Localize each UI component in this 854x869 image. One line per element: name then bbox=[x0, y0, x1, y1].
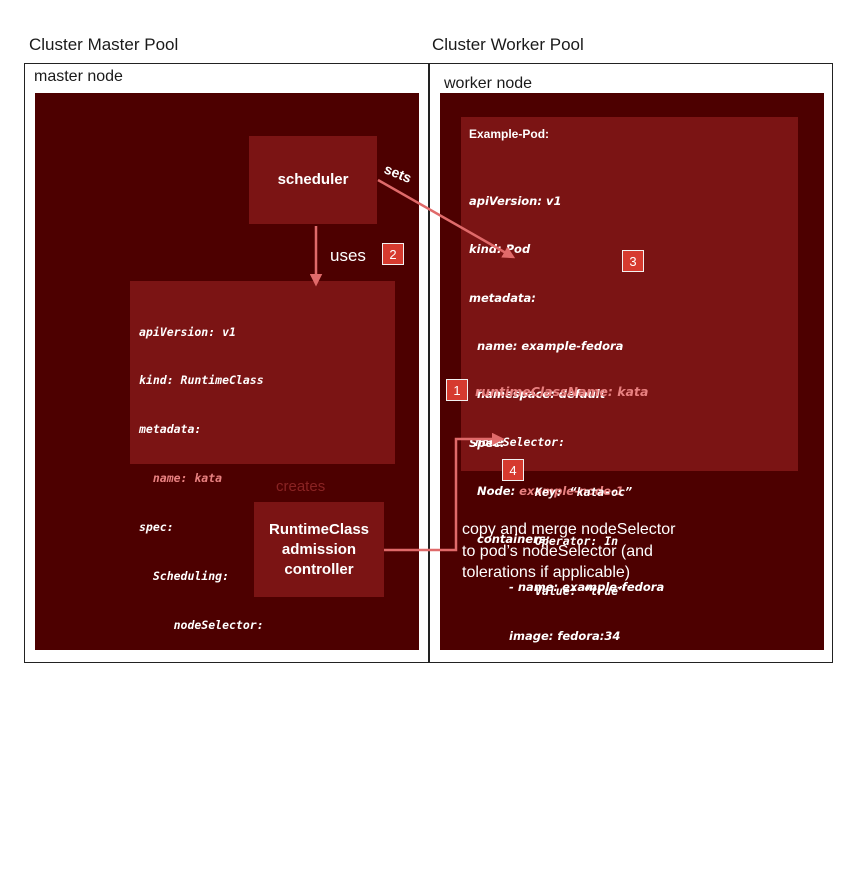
rc-line: kind: RuntimeClass bbox=[139, 373, 264, 388]
runtimeclass-box: apiVersion: v1 kind: RuntimeClass metada… bbox=[130, 281, 395, 779]
rc-line: nodeSelector: bbox=[139, 617, 264, 632]
pod-line: - containerPort: 8080 bbox=[469, 725, 648, 740]
worker-node-label: worker node bbox=[444, 75, 533, 92]
sets-arrow bbox=[377, 178, 516, 259]
rc-line: Operator: In bbox=[139, 715, 285, 730]
rc-line: apiVersion: v1 bbox=[139, 324, 236, 339]
example-pod-box: Example-Pod: apiVersion: v1 kind: Pod me… bbox=[461, 117, 798, 836]
rc-line: Scheduling: bbox=[139, 569, 230, 584]
rc-line: metadata: bbox=[139, 422, 202, 437]
rc-line: Value: “true” bbox=[139, 764, 292, 779]
worker-pool-title: Cluster Worker Pool bbox=[432, 35, 584, 54]
scheduler-box: scheduler bbox=[249, 136, 377, 224]
pod-selector-value: Value: “true” bbox=[535, 583, 626, 598]
step-badge-3: 3 bbox=[622, 250, 644, 272]
uses-label: uses bbox=[330, 246, 366, 265]
rc-name-line: name: kata bbox=[139, 471, 223, 486]
pod-line: metadata: bbox=[469, 290, 536, 305]
pod-line: command: ["python3"] bbox=[469, 773, 657, 788]
pod-node-key: Node: bbox=[469, 483, 520, 498]
pod-line: containers: bbox=[469, 532, 551, 547]
rc-line: Key: “kata-oc” bbox=[139, 666, 299, 681]
admission-controller-label: RuntimeClass admission controller bbox=[268, 520, 370, 578]
pod-node-value: example-node-1 bbox=[519, 483, 624, 498]
master-node-label: master node bbox=[34, 68, 123, 85]
pod-selector-key: Key: “kata-oc” bbox=[535, 484, 632, 499]
worker-pool-frame bbox=[428, 63, 833, 663]
pod-line: args: [ "-m", "http.server", "8080"] bbox=[469, 821, 736, 836]
pod-runtimeclassname: runtimeClassName: kata bbox=[475, 384, 649, 399]
pod-node-line: Node: example-node-1 bbox=[469, 483, 735, 499]
pod-line: name: example-fedora bbox=[469, 339, 624, 354]
pod-line: image: fedora:34 bbox=[469, 628, 621, 643]
merge-note: copy and merge nodeSelector to pod’s nod… bbox=[462, 521, 676, 581]
pod-line: - name: example-fedora bbox=[469, 580, 665, 595]
arrows-layer bbox=[309, 178, 516, 552]
pod-line: ports: bbox=[469, 677, 548, 691]
rc-line: spec: bbox=[139, 520, 174, 535]
master-pool-frame bbox=[24, 63, 430, 663]
scheduler-label: scheduler bbox=[277, 171, 349, 188]
admission-controller-box: RuntimeClass admission controller bbox=[254, 502, 384, 597]
step-badge-1: 1 bbox=[446, 379, 468, 401]
step-badge-2: 2 bbox=[382, 243, 404, 265]
creates-label: creates bbox=[276, 478, 326, 495]
pod-line: apiVersion: v1 bbox=[469, 194, 562, 209]
merge-arrow bbox=[384, 432, 505, 552]
pod-line: namespace: default bbox=[469, 387, 606, 402]
master-pool-title: Cluster Master Pool bbox=[29, 35, 179, 54]
step-badge-4: 4 bbox=[502, 459, 524, 481]
pod-selector-operator: Operator: In bbox=[535, 534, 619, 548]
pod-title: Example-Pod: bbox=[469, 127, 550, 141]
